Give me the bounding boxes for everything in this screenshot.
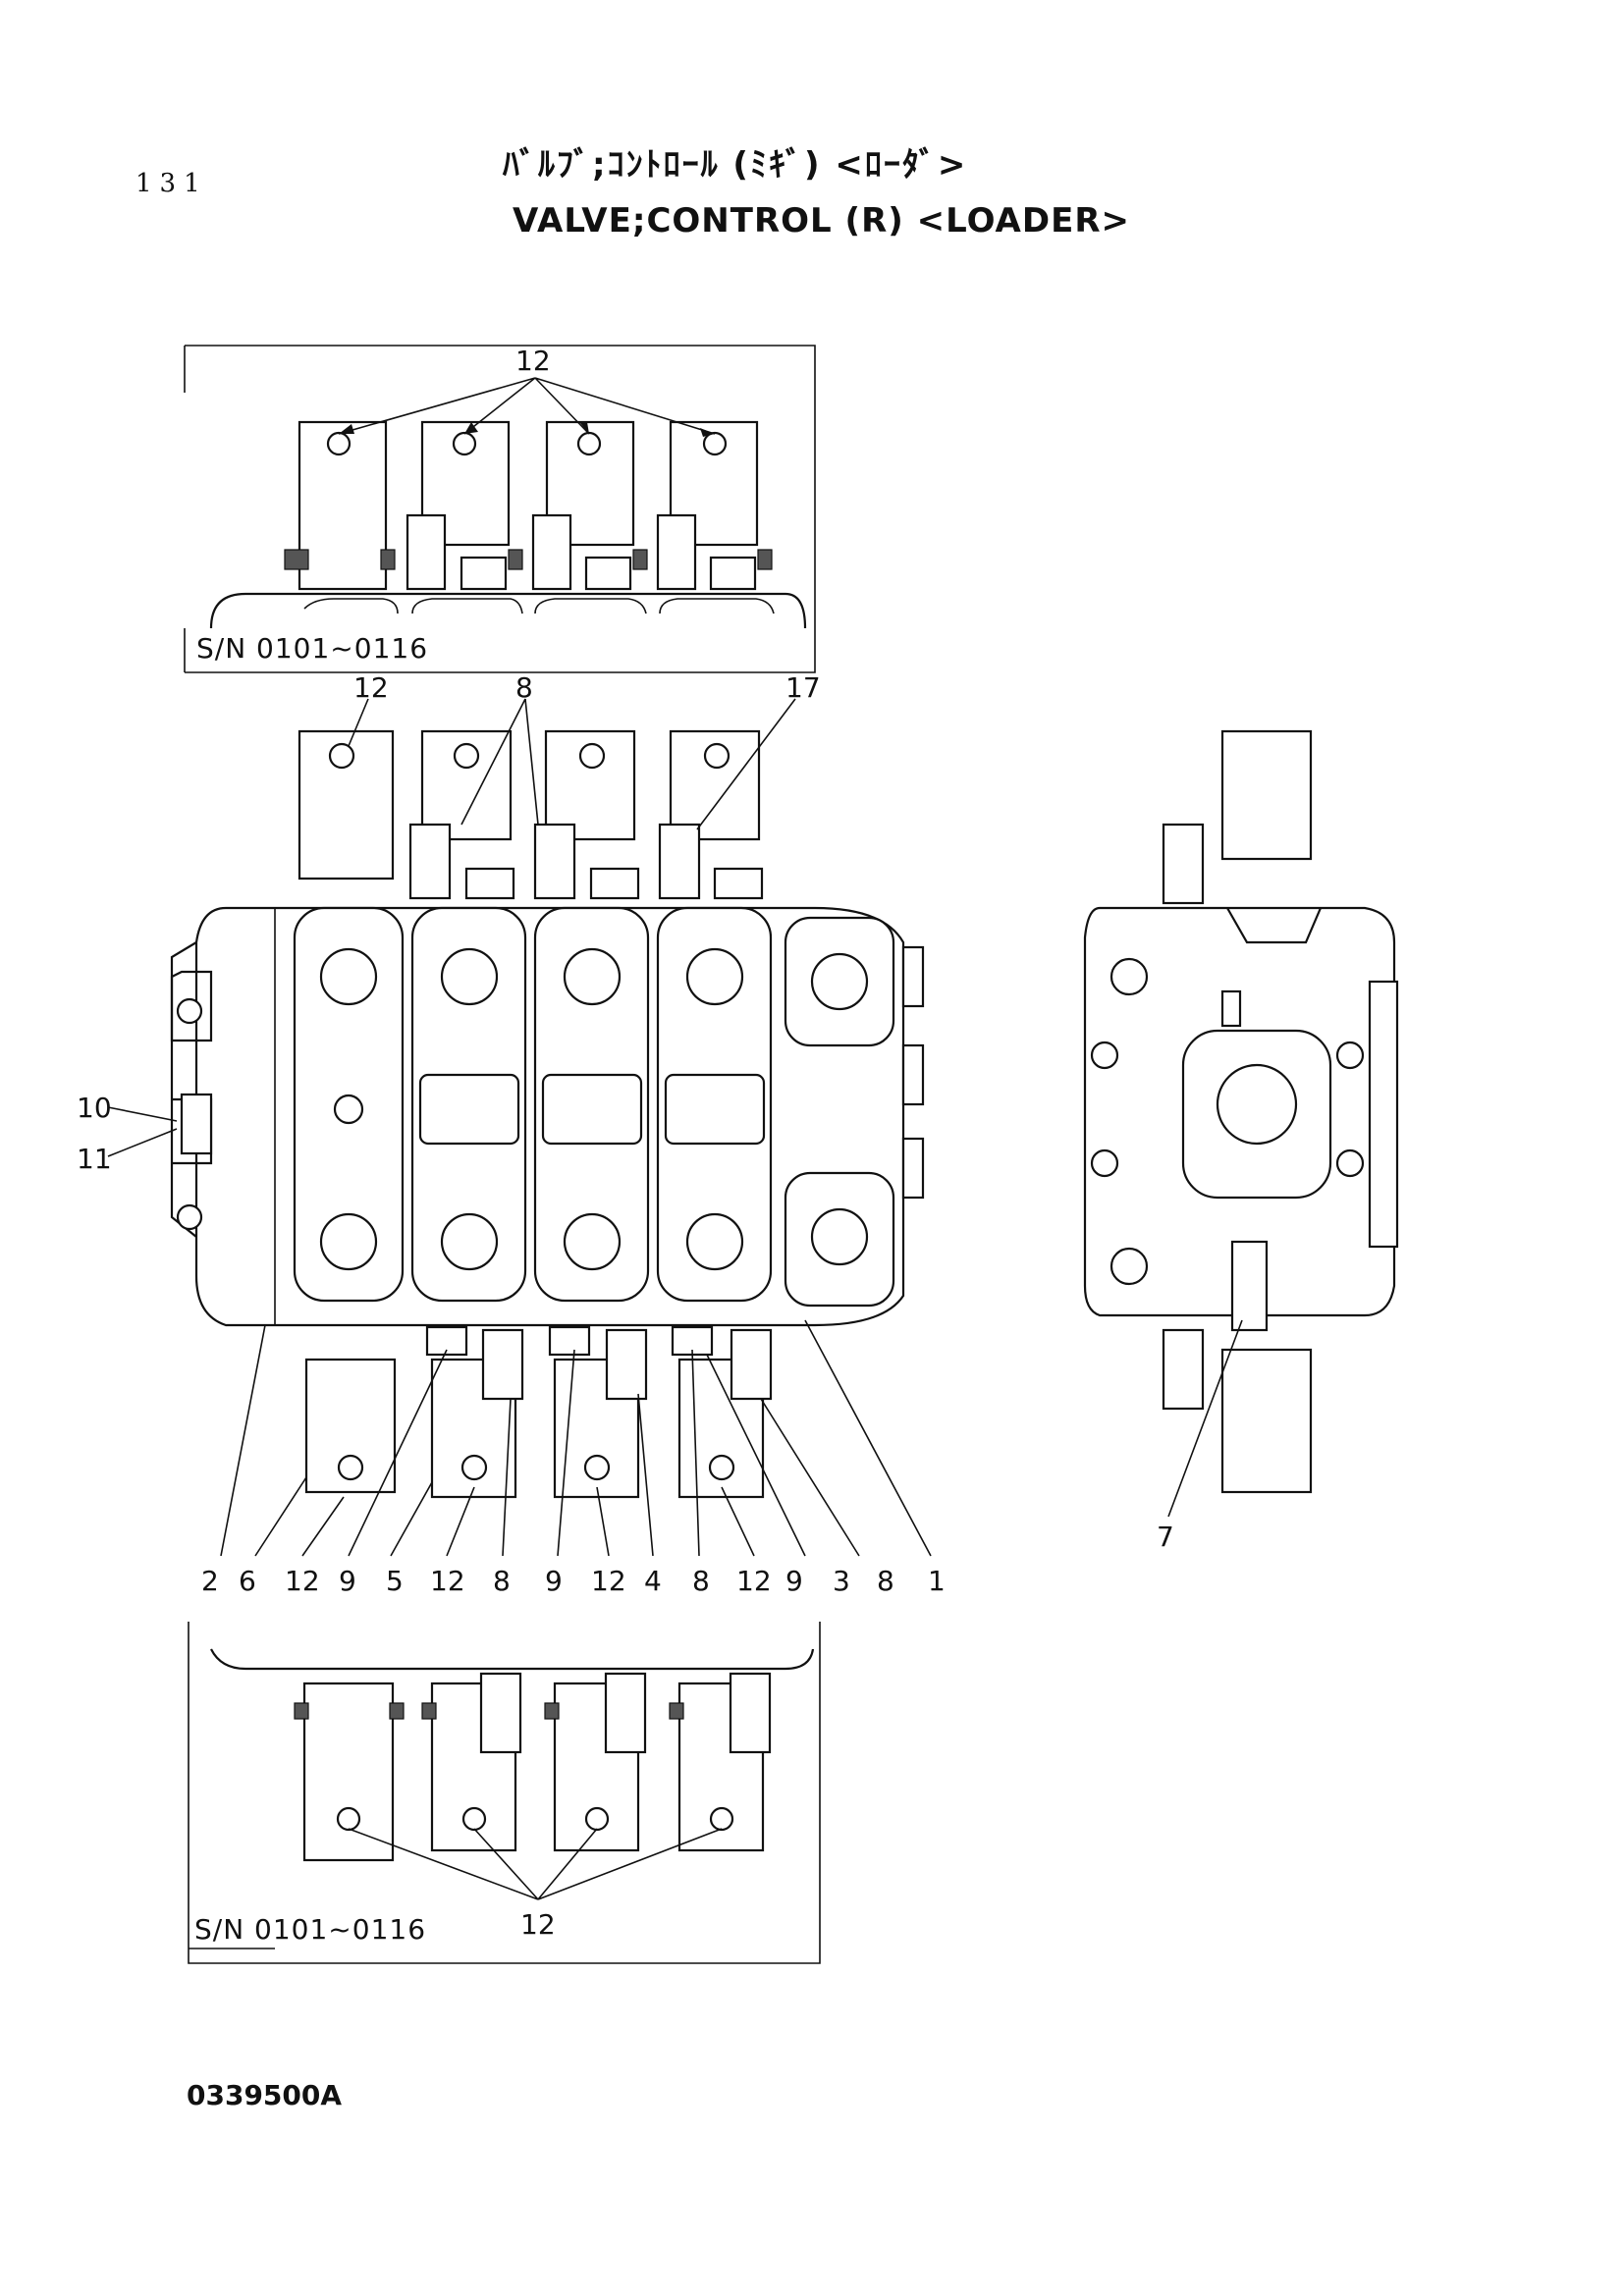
callout-3: 3 bbox=[833, 1565, 850, 1597]
callout-5: 5 bbox=[386, 1565, 404, 1597]
main-callout-8-top: 8 bbox=[515, 671, 533, 704]
main-callout-10: 10 bbox=[77, 1092, 112, 1124]
side-callout-7: 7 bbox=[1157, 1521, 1174, 1553]
callout-8-b: 8 bbox=[692, 1565, 710, 1597]
valve-sections bbox=[293, 906, 895, 1308]
callout-9-b: 9 bbox=[545, 1565, 563, 1597]
inset-top-solenoids bbox=[284, 420, 773, 591]
title-english: VALVE;CONTROL (R) <LOADER> bbox=[513, 201, 1130, 240]
top-inset: 12 S/N 0101~0116 bbox=[184, 345, 816, 673]
callout-9-a: 9 bbox=[339, 1565, 356, 1597]
callout-8-a: 8 bbox=[493, 1565, 511, 1597]
callout-12-a: 12 bbox=[285, 1565, 320, 1597]
callout-1: 1 bbox=[928, 1565, 946, 1597]
page-number: 131 bbox=[135, 169, 208, 198]
drawing-number: 0339500A bbox=[187, 2079, 343, 2111]
main-callout-12-top: 12 bbox=[353, 671, 389, 704]
main-callout-11: 11 bbox=[77, 1143, 112, 1175]
callout-9-c: 9 bbox=[785, 1565, 803, 1597]
top-inset-callout-12: 12 bbox=[515, 345, 551, 377]
top-inset-serial: S/N 0101~0116 bbox=[196, 632, 428, 665]
callout-6: 6 bbox=[239, 1565, 256, 1597]
main-valve-view: 12 8 17 10 11 bbox=[77, 671, 932, 1557]
callout-12-b: 12 bbox=[430, 1565, 465, 1597]
side-view: 7 bbox=[1083, 729, 1399, 1553]
bottom-inset-serial: S/N 0101~0116 bbox=[194, 1913, 426, 1946]
bottom-inset-callout-12: 12 bbox=[520, 1908, 556, 1941]
callout-2: 2 bbox=[201, 1565, 219, 1597]
title-japanese: ﾊﾞﾙﾌﾞ;ｺﾝﾄﾛｰﾙ (ﾐｷﾞ) <ﾛｰﾀﾞ> bbox=[503, 145, 968, 185]
callout-8-c: 8 bbox=[877, 1565, 894, 1597]
callout-12-d: 12 bbox=[736, 1565, 772, 1597]
bottom-inset: 12 S/N 0101~0116 bbox=[188, 1622, 821, 1964]
callout-12-c: 12 bbox=[591, 1565, 626, 1597]
main-callout-17-top: 17 bbox=[785, 671, 821, 704]
bottom-callout-row: 2 6 12 9 5 12 8 9 12 4 8 12 9 3 8 1 bbox=[201, 1565, 946, 1597]
callout-4: 4 bbox=[644, 1565, 662, 1597]
